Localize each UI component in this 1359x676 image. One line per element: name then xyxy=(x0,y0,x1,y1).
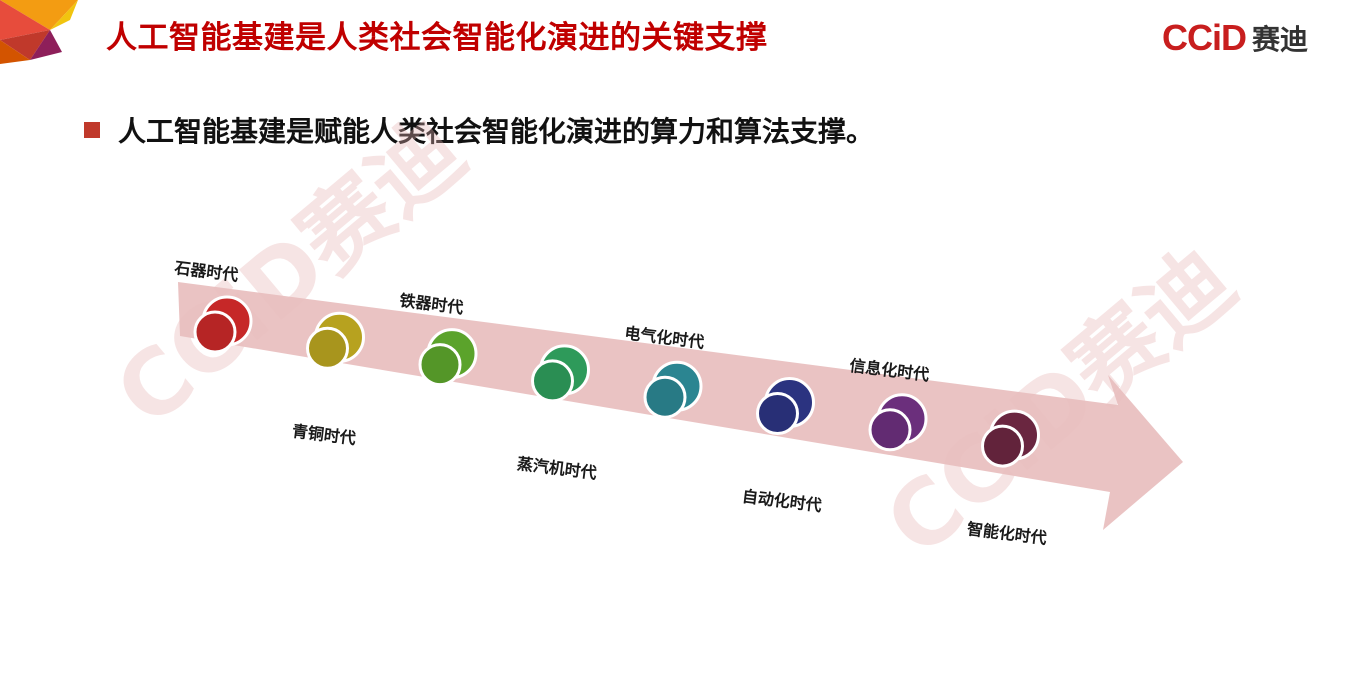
era-cylinder-front xyxy=(868,408,912,452)
era-cylinder-front xyxy=(531,359,574,403)
logo-latin: CCiD xyxy=(1162,17,1247,58)
era-node: 智能化时代 xyxy=(966,409,1048,548)
era-label: 自动化时代 xyxy=(741,487,823,516)
bullet-text: 人工智能基建是赋能人类社会智能化演进的算力和算法支撑。 xyxy=(118,115,875,148)
watermark-text: CCiD赛迪 xyxy=(97,98,484,447)
logo-cjk: 赛迪 xyxy=(1252,23,1309,56)
era-label: 智能化时代 xyxy=(966,519,1048,548)
page-title: 人工智能基建是人类社会智能化演进的关键支撑 xyxy=(106,20,768,56)
brand-logo: CCiD 赛迪 xyxy=(1162,17,1309,58)
bullet-point: 人工智能基建是赋能人类社会智能化演进的算力和算法支撑。 xyxy=(84,110,874,150)
era-cylinder-front xyxy=(981,424,1024,468)
era-cylinder-front xyxy=(306,326,349,370)
bullet-square-icon xyxy=(84,122,100,138)
era-node: 青铜时代 xyxy=(291,311,365,448)
era-label: 青铜时代 xyxy=(291,421,357,448)
era-node: 石器时代 xyxy=(173,258,253,354)
era-cylinder-front xyxy=(193,310,237,354)
era-label: 蒸汽机时代 xyxy=(516,454,598,483)
corner-decoration xyxy=(0,0,78,64)
era-cylinder-front xyxy=(418,343,462,387)
era-cylinder-front xyxy=(643,375,687,419)
era-cylinder-front xyxy=(756,392,799,435)
